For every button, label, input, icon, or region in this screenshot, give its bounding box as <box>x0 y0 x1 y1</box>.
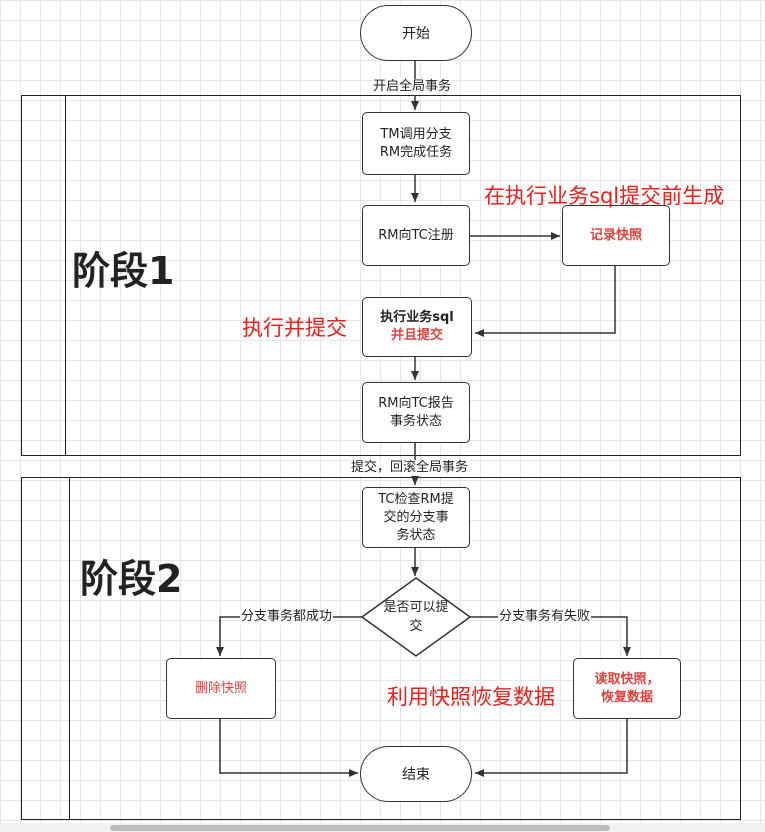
rm-register-node: RM向TC注册 <box>362 205 470 266</box>
rm-register-label: RM向TC注册 <box>378 227 454 243</box>
phase1-title: 阶段1 <box>72 249 175 293</box>
edge-restore-to-end <box>475 719 628 777</box>
tm-branch-node: TM调用分支 RM完成任务 <box>362 112 470 175</box>
tc-check-line1: TC检查RM提 <box>378 491 454 507</box>
snapshot-label: 记录快照 <box>589 227 642 243</box>
edge-label-commit-rollback: 提交，回滚全局事务 <box>350 460 470 476</box>
edge-label-all-success: 分支事务都成功 <box>240 609 334 625</box>
end-node: 结束 <box>360 746 472 802</box>
delete-snapshot-label: 删除快照 <box>194 680 247 696</box>
end-label: 结束 <box>402 767 430 783</box>
edge-snapshot-to-exec <box>475 266 616 337</box>
decision-text: 是否可以提 交 <box>372 598 460 636</box>
restore-line1: 读取快照， <box>594 671 660 687</box>
edge-delete-to-end <box>219 717 358 777</box>
phase2-lane <box>21 477 741 820</box>
exec-line2: 并且提交 <box>390 328 443 343</box>
phase1-lane <box>21 95 741 456</box>
decision-line1: 是否可以提 <box>383 600 449 615</box>
restore-line2: 恢复数据 <box>600 689 653 705</box>
start-node: 开始 <box>360 5 472 61</box>
tm-branch-line1: TM调用分支 <box>380 126 452 142</box>
start-label: 开始 <box>402 26 430 42</box>
exec-commit-node: 执行业务sql 并且提交 <box>362 297 472 357</box>
edge-label-open-global: 开启全局事务 <box>372 79 453 95</box>
snapshot-node: 记录快照 <box>562 205 670 266</box>
tc-check-line2: 交的分支事 <box>383 509 449 525</box>
phase2-title: 阶段2 <box>80 557 183 601</box>
phase1-lane-header <box>21 95 66 456</box>
tc-check-node: TC检查RM提 交的分支事 务状态 <box>362 487 470 548</box>
decision-diamond <box>360 577 472 657</box>
report-line2: 事务状态 <box>389 413 442 429</box>
phase2-lane-header <box>21 477 70 820</box>
tm-branch-line2: RM完成任务 <box>379 144 453 160</box>
tc-check-line3: 务状态 <box>396 527 436 543</box>
decision-line2: 交 <box>409 619 423 634</box>
report-node: RM向TC报告 事务状态 <box>362 382 470 443</box>
annotation-before-commit: 在执行业务sql提交前生成 <box>484 184 725 208</box>
exec-line1: 执行业务sql <box>380 310 454 325</box>
annotation-exec-commit: 执行并提交 <box>242 316 347 340</box>
annotation-restore: 利用快照恢复数据 <box>387 685 555 709</box>
report-line1: RM向TC报告 <box>378 395 454 411</box>
edge-label-some-failed: 分支事务有失败 <box>498 609 592 625</box>
restore-node: 读取快照， 恢复数据 <box>573 658 681 719</box>
delete-snapshot-node: 删除快照 <box>166 658 276 719</box>
horizontal-scrollbar-thumb[interactable] <box>110 825 610 831</box>
